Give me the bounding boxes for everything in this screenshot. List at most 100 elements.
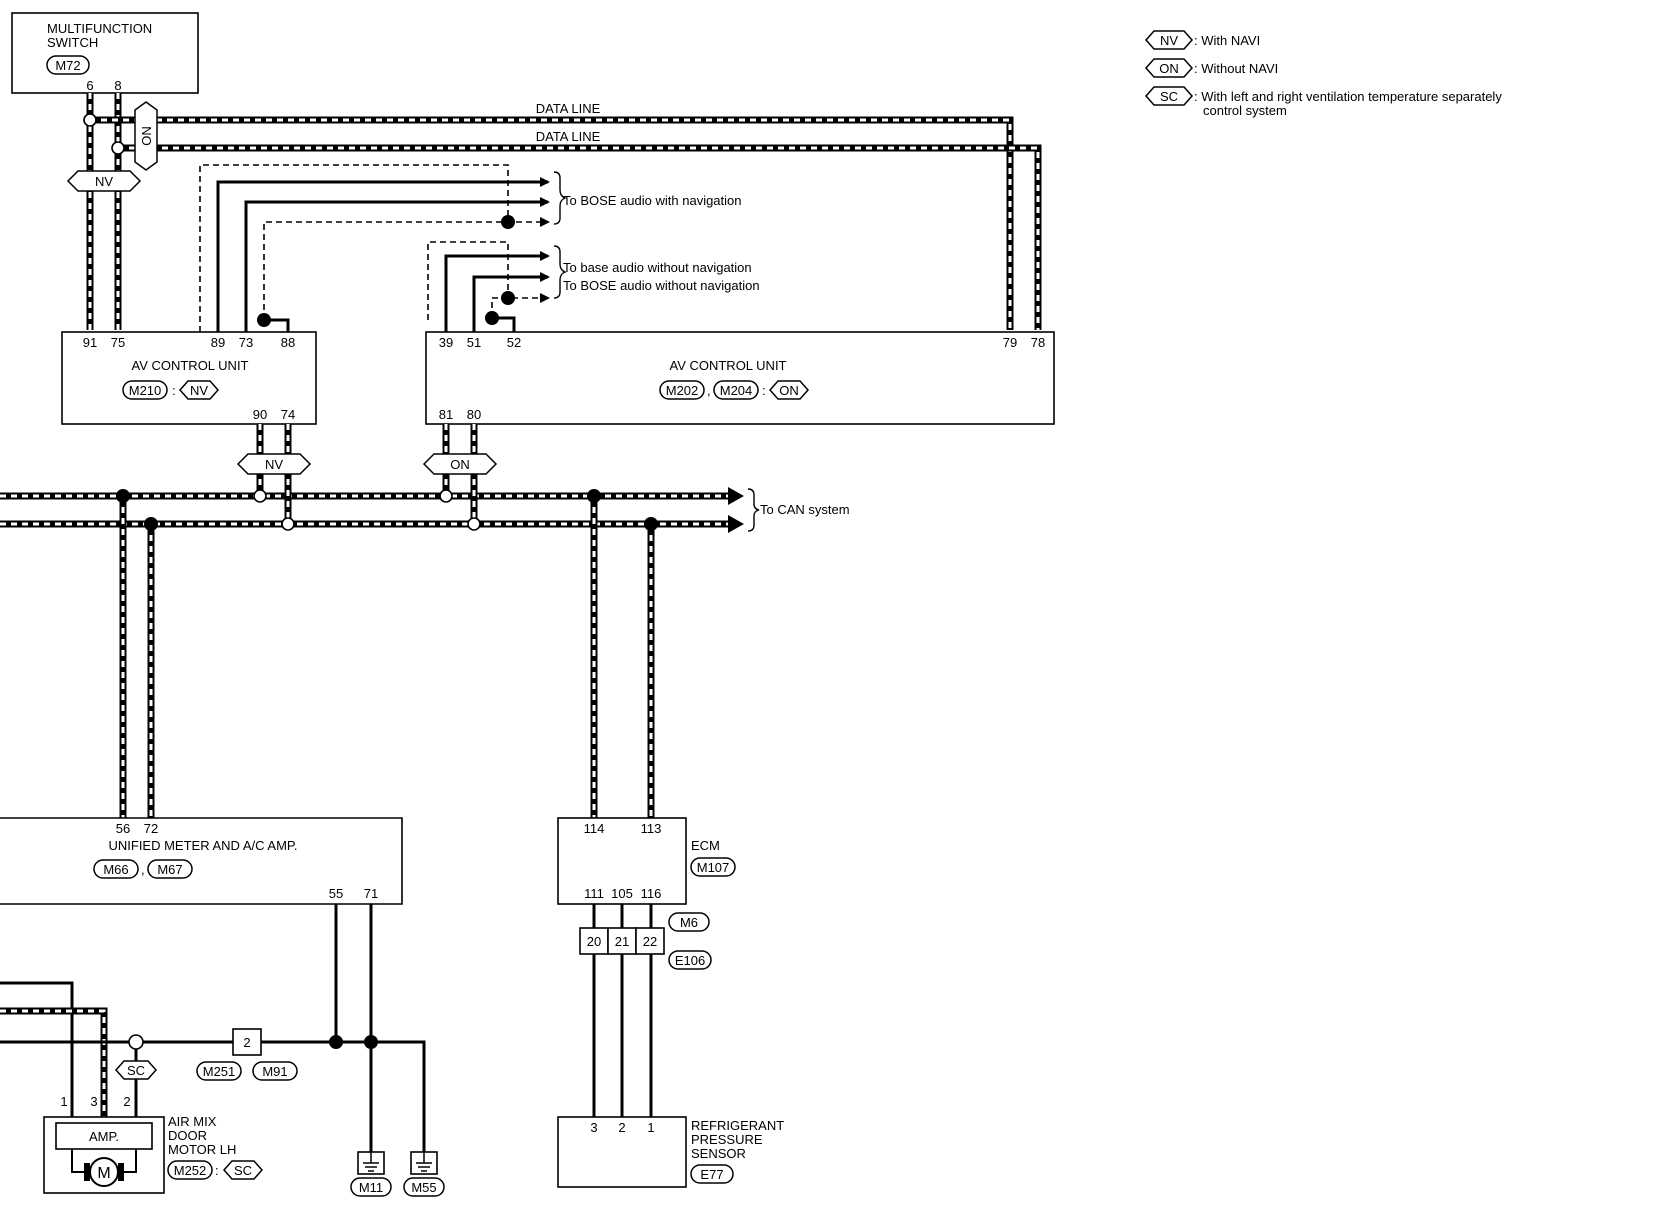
- ground-label: M11: [359, 1180, 383, 1195]
- multifunction-switch: MULTIFUNCTION SWITCH M72 6 8: [11, 12, 199, 94]
- pin-label: 6: [86, 78, 93, 93]
- pin-label: 3: [90, 1094, 97, 1109]
- separator: ,: [141, 862, 145, 877]
- unified-meter-ac-amp: 56 72 UNIFIED METER AND A/C AMP. M66 , M…: [0, 817, 403, 905]
- separator: :: [762, 383, 766, 398]
- legend-tag: NV: [1160, 33, 1178, 48]
- connector-label: M66: [103, 862, 128, 877]
- pin-label: 74: [281, 407, 295, 422]
- destination-label: To base audio without navigation: [563, 260, 752, 275]
- data-line-wires: DATA LINE DATA LINE: [83, 93, 1042, 330]
- pin-label: 55: [329, 886, 343, 901]
- av-control-unit-1: 91 75 89 73 88 AV CONTROL UNIT M210 : NV…: [61, 331, 317, 425]
- connector-label: M251: [203, 1064, 236, 1079]
- variant-tag: SC: [127, 1063, 145, 1078]
- pin-label: 79: [1003, 335, 1017, 350]
- component-label: MOTOR LH: [168, 1142, 236, 1157]
- connector-label: M107: [697, 860, 730, 875]
- variant-tag: ON: [450, 457, 470, 472]
- component-label: PRESSURE: [691, 1132, 763, 1147]
- separator: ,: [707, 383, 711, 398]
- component-label: SENSOR: [691, 1146, 746, 1161]
- connector-label: M91: [262, 1064, 287, 1079]
- pin-label: 21: [615, 934, 629, 949]
- nv-tag-switch: NV: [66, 170, 142, 192]
- pin-label: 75: [111, 335, 125, 350]
- legend-item-on: ON : Without NAVI: [1144, 58, 1278, 78]
- pin-label: 39: [439, 335, 453, 350]
- legend-text: : Without NAVI: [1194, 61, 1278, 76]
- on-tag-vertical: ON: [134, 101, 158, 171]
- connector-label: M67: [157, 862, 182, 877]
- component-name: AV CONTROL UNIT: [131, 358, 248, 373]
- pin-label: 2: [123, 1094, 130, 1109]
- pin-label: 116: [641, 886, 662, 901]
- connector-label: M204: [720, 383, 753, 398]
- connector-label: M6: [680, 915, 698, 930]
- variant-tag: SC: [234, 1163, 252, 1178]
- pin-label: 114: [584, 821, 605, 836]
- audio-wires-no-nav: To base audio without navigation To BOSE…: [427, 241, 760, 332]
- component-label: AIR MIX: [168, 1114, 217, 1129]
- legend-text: : With NAVI: [1194, 33, 1260, 48]
- connector-label: M210: [129, 383, 162, 398]
- pin-label: 71: [364, 886, 378, 901]
- component-label: REFRIGERANT: [691, 1118, 784, 1133]
- data-line-label: DATA LINE: [536, 101, 601, 116]
- refrigerant-pressure-sensor: 3 2 1 REFRIGERANT PRESSURE SENSOR E77: [557, 1116, 784, 1188]
- pin-label: 89: [211, 335, 225, 350]
- audio-wires-nav: To BOSE audio with navigation: [199, 164, 742, 332]
- connector-label: M252: [174, 1163, 207, 1178]
- amp-label: AMP.: [89, 1129, 119, 1144]
- can-bus: To CAN system NV ON: [0, 424, 850, 818]
- connector-label: M72: [55, 58, 80, 73]
- variant-tag: ON: [139, 126, 154, 146]
- data-line-label: DATA LINE: [536, 129, 601, 144]
- pin-label: 80: [467, 407, 481, 422]
- pin-label: 51: [467, 335, 481, 350]
- legend-text: : With left and right ventilation temper…: [1194, 89, 1502, 104]
- ground-wires: SC 2 M251 M91 M11 M55: [0, 904, 445, 1197]
- pin-label: 2: [618, 1120, 625, 1135]
- pin-label: 73: [239, 335, 253, 350]
- destination-label: To CAN system: [760, 502, 850, 517]
- ground-label: M55: [411, 1180, 436, 1195]
- pin-label: 3: [590, 1120, 597, 1135]
- pin-label: 78: [1031, 335, 1045, 350]
- air-mix-door-motor-lh: 1 3 2 AMP. M AIR MIX DOOR MOTOR LH M252 …: [43, 1094, 264, 1194]
- motor-icon: M: [97, 1165, 110, 1182]
- sensor-wires: 20 21 22 M6 E106: [579, 904, 712, 1117]
- variant-tag: NV: [95, 174, 113, 189]
- connector-label: E106: [675, 953, 705, 968]
- ecm: 114 113 111 105 116 ECM M107: [557, 817, 736, 905]
- pin-label: 22: [643, 934, 657, 949]
- component-name: ECM: [691, 838, 720, 853]
- pin-label: 72: [144, 821, 158, 836]
- pin-label: 91: [83, 335, 97, 350]
- av-control-unit-2: 39 51 52 79 78 AV CONTROL UNIT M202 , M2…: [425, 331, 1055, 425]
- connector-label: M202: [666, 383, 699, 398]
- legend-item-sc: SC : With left and right ventilation tem…: [1144, 86, 1502, 118]
- legend-tag: SC: [1160, 89, 1178, 104]
- pin-label: 8: [114, 78, 121, 93]
- separator: :: [172, 383, 176, 398]
- pin-label: 1: [647, 1120, 654, 1135]
- variant-tag: NV: [190, 383, 208, 398]
- legend-tag: ON: [1159, 61, 1179, 76]
- pin-label: 52: [507, 335, 521, 350]
- separator: :: [215, 1163, 219, 1178]
- destination-label: To BOSE audio with navigation: [563, 193, 742, 208]
- legend-text-cont: control system: [1203, 103, 1287, 118]
- connector-label: E77: [700, 1167, 723, 1182]
- pin-label: 90: [253, 407, 267, 422]
- component-label: SWITCH: [47, 35, 98, 50]
- legend: NV : With NAVI ON : Without NAVI SC : Wi…: [1144, 30, 1502, 118]
- pin-label: 105: [611, 886, 633, 901]
- pin-label: 20: [587, 934, 601, 949]
- legend-item-nv: NV : With NAVI: [1144, 30, 1260, 50]
- component-label: MULTIFUNCTION: [47, 21, 152, 36]
- pin-label: 81: [439, 407, 453, 422]
- component-name: AV CONTROL UNIT: [669, 358, 786, 373]
- pin-label: 2: [243, 1035, 250, 1050]
